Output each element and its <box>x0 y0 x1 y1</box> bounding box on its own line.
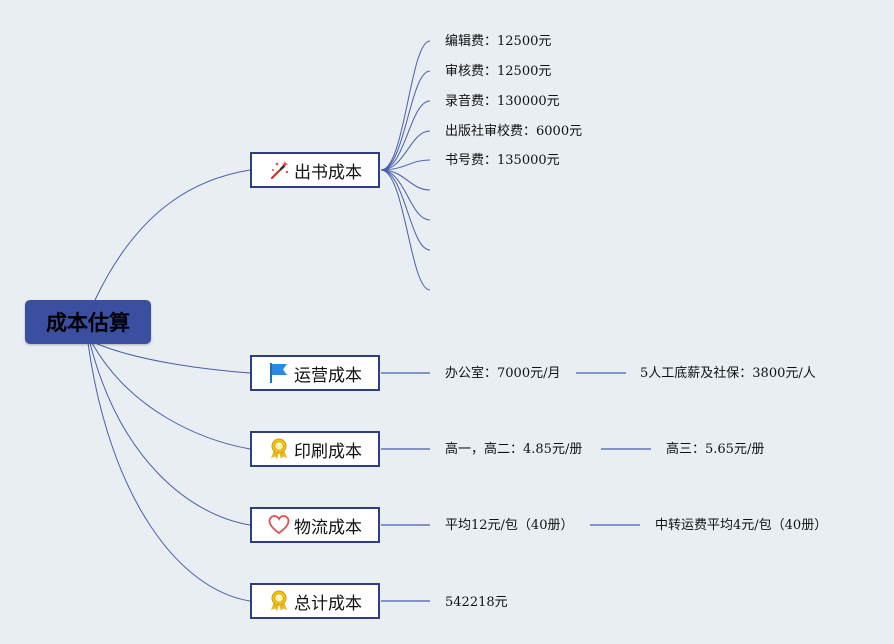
publishing-connector <box>380 70 431 171</box>
leaf-item[interactable]: 高三：5.65元/册 <box>666 442 765 457</box>
leaf-item[interactable]: 中转运费平均4元/包（40册） <box>655 518 828 533</box>
leaf-item[interactable]: 542218元 <box>445 595 508 610</box>
root-connector <box>89 342 251 526</box>
publishing-connector <box>380 100 431 171</box>
publishing-connector <box>380 130 431 171</box>
flag-icon <box>268 362 290 384</box>
leaf-item[interactable]: 5人工底薪及社保：3800元/人 <box>640 366 816 381</box>
publishing-connector <box>380 169 431 221</box>
root-node-label: 成本估算 <box>46 311 130 335</box>
branch-node-publishing[interactable]: 出书成本 <box>250 152 380 188</box>
root-connector <box>94 342 251 374</box>
medal-icon <box>268 438 290 460</box>
root-connector <box>91 342 251 450</box>
branch-label: 印刷成本 <box>294 441 362 462</box>
branch-label: 出书成本 <box>294 162 362 183</box>
branch-label: 总计成本 <box>294 593 362 614</box>
magic-wand-icon <box>268 159 290 181</box>
publishing-connector <box>380 40 431 171</box>
branch-node-operations[interactable]: 运营成本 <box>250 355 380 391</box>
leaf-item[interactable]: 录音费：130000元 <box>445 94 560 109</box>
root-connector <box>87 342 251 602</box>
publishing-connector <box>380 169 431 251</box>
publishing-connector <box>380 169 431 191</box>
leaf-item[interactable]: 书号费：135000元 <box>445 153 560 168</box>
leaf-item[interactable]: 审核费：12500元 <box>445 64 552 79</box>
leaf-item[interactable]: 高一，高二：4.85元/册 <box>445 442 583 457</box>
branch-label: 运营成本 <box>294 365 362 386</box>
branch-node-total[interactable]: 总计成本 <box>250 583 380 619</box>
branch-node-logistics[interactable]: 物流成本 <box>250 507 380 543</box>
leaf-item[interactable]: 办公室：7000元/月 <box>445 366 561 381</box>
medal-icon <box>268 590 290 612</box>
root-connector <box>94 169 251 301</box>
root-node[interactable]: 成本估算 <box>25 300 151 344</box>
branch-node-printing[interactable]: 印刷成本 <box>250 431 380 467</box>
leaf-item[interactable]: 出版社审校费：6000元 <box>445 124 583 139</box>
leaf-item[interactable]: 平均12元/包（40册） <box>445 518 574 533</box>
publishing-connector <box>380 169 431 291</box>
heart-icon <box>268 514 290 536</box>
leaf-item[interactable]: 编辑费：12500元 <box>445 34 552 49</box>
branch-label: 物流成本 <box>294 517 362 538</box>
publishing-connector <box>380 159 431 171</box>
